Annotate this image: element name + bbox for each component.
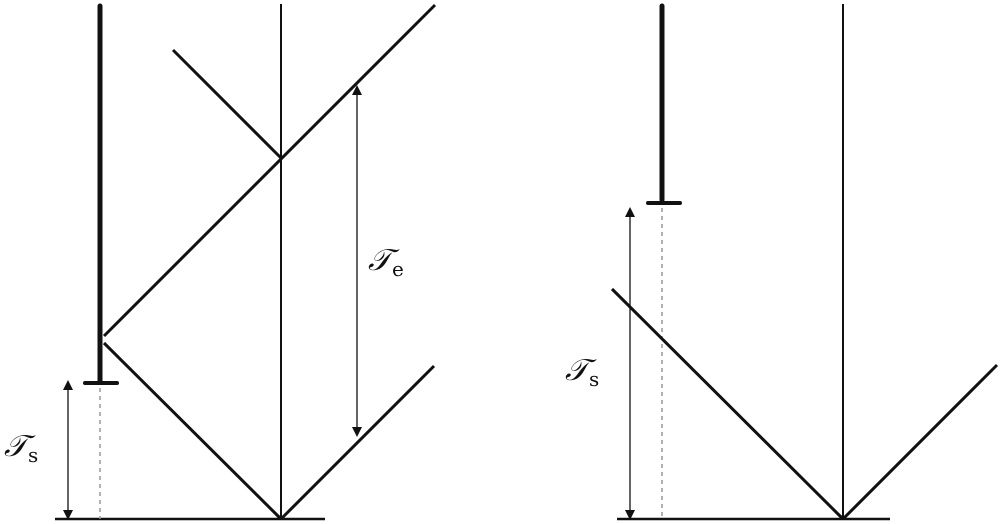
right-panel	[610, 3, 999, 521]
left-ray-down	[102, 341, 283, 521]
right-ray-up	[841, 363, 999, 521]
label-subscript: s	[588, 367, 600, 391]
left-echo-time-label: 𝒯e	[368, 243, 404, 281]
label-subscript: e	[391, 257, 404, 281]
left-ray-up-long	[102, 3, 437, 338]
label-symbol: 𝒯	[4, 429, 27, 464]
label-symbol: 𝒯	[368, 243, 391, 278]
label-subscript: s	[27, 443, 39, 467]
left-ray-lower-right	[279, 364, 436, 521]
left-ray-upper-left	[171, 48, 283, 160]
right-setup-time-label: 𝒯s	[565, 353, 600, 391]
left-setup-time-label: 𝒯s	[4, 429, 39, 467]
left-panel	[55, 3, 437, 521]
right-ray-down	[610, 287, 845, 521]
label-symbol: 𝒯	[565, 353, 588, 388]
